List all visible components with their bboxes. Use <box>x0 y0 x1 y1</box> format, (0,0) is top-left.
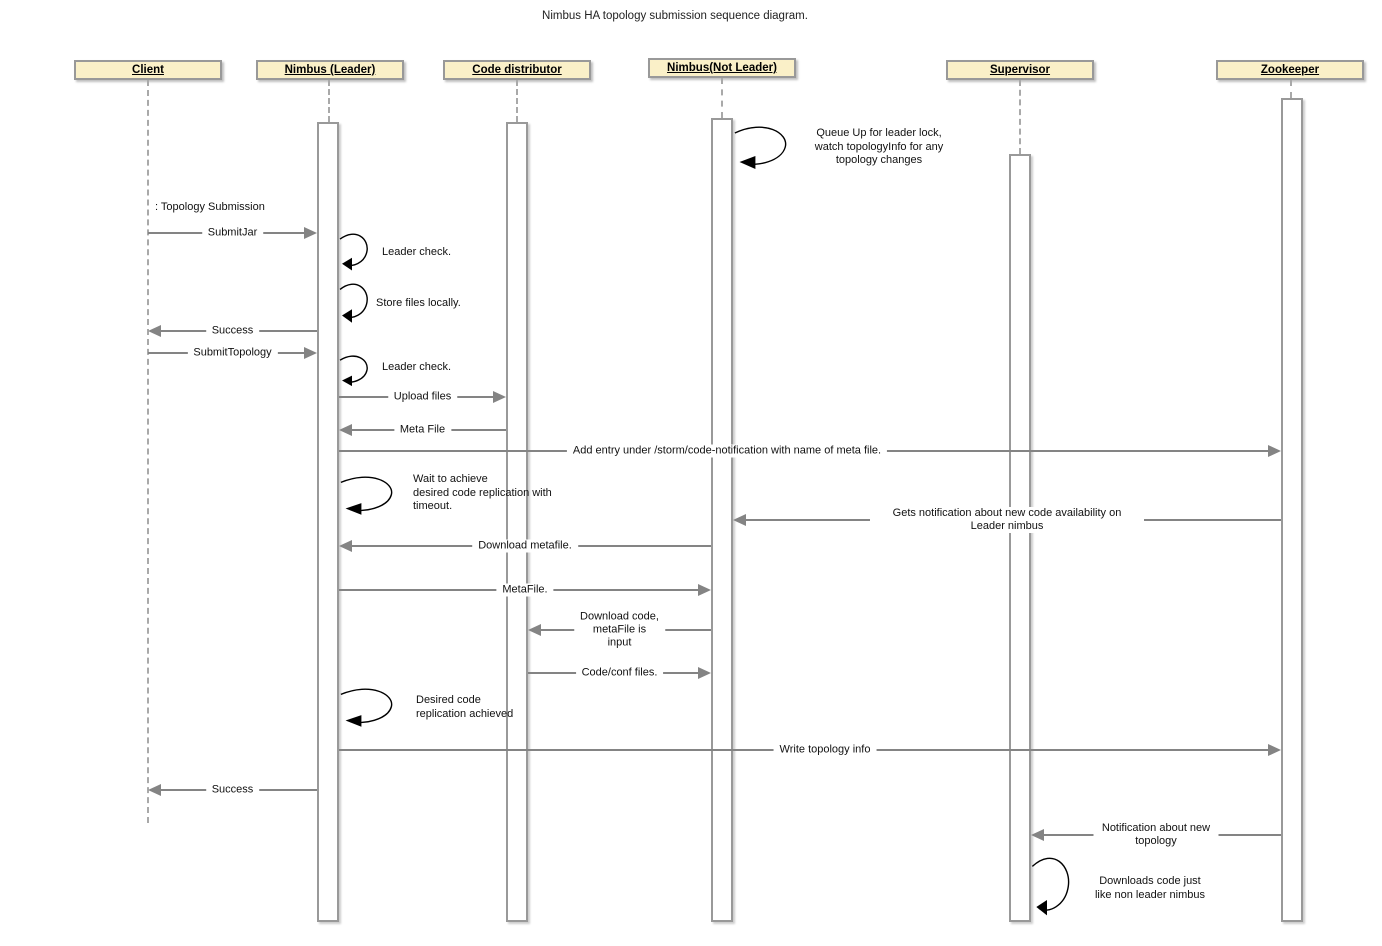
lifeline-client <box>147 80 149 823</box>
actor-zookeeper: Zookeeper <box>1216 60 1364 80</box>
arrowhead-right-icon <box>1268 744 1281 756</box>
self-message-label: Wait to achieve desired code replication… <box>413 473 552 512</box>
lifeline-code-distributor <box>516 80 518 122</box>
arrowhead-right-icon <box>698 667 711 679</box>
self-loop-icon <box>339 234 369 271</box>
message-label: Write topology info <box>773 743 877 757</box>
actor-client: Client <box>74 60 222 80</box>
actor-nimbus-leader: Nimbus (Leader) <box>256 60 404 80</box>
self-loop-icon <box>339 689 395 727</box>
message-label: Notification about new topology <box>1093 822 1219 848</box>
arrowhead-left-icon <box>339 424 352 436</box>
self-message-label: Downloads code just like non leader nimb… <box>1094 875 1206 901</box>
actor-code-distributor: Code distributor <box>443 60 591 80</box>
message-label: Download metafile. <box>472 539 578 553</box>
activation-zookeeper <box>1281 98 1303 922</box>
actor-nimbus-leader-label: Nimbus (Leader) <box>284 64 376 76</box>
lifeline-nimbus-not-leader <box>721 78 723 118</box>
message-label: SubmitTopology <box>187 346 278 360</box>
arrowhead-left-icon <box>733 514 746 526</box>
message-label: Add entry under /storm/code-notification… <box>566 444 888 458</box>
message-label: Success <box>205 324 260 338</box>
message-label: Success <box>205 783 260 797</box>
self-loop-icon <box>1031 858 1071 916</box>
self-message-label: Leader check. <box>382 246 452 258</box>
message-label: Meta File <box>393 423 452 437</box>
arrowhead-right-icon <box>493 391 506 403</box>
arrowhead-left-icon <box>528 624 541 636</box>
actor-supervisor: Supervisor <box>946 60 1094 80</box>
diagram-title: Nimbus HA topology submission sequence d… <box>542 10 808 22</box>
lifeline-nimbus-leader <box>328 80 330 122</box>
arrowhead-right-icon <box>304 347 317 359</box>
client-instance-label: : Topology Submission <box>155 201 265 213</box>
message-label: Code/conf files. <box>575 666 664 680</box>
arrowhead-left-icon <box>148 784 161 796</box>
activation-nimbus-leader <box>317 122 339 922</box>
arrowhead-right-icon <box>304 227 317 239</box>
activation-code-distributor <box>506 122 528 922</box>
arrowhead-right-icon <box>1268 445 1281 457</box>
message-label: Download code, metaFile is input <box>573 610 666 650</box>
message-label: Gets notification about new code availab… <box>870 507 1144 533</box>
self-loop-icon <box>339 477 395 515</box>
arrowhead-left-icon <box>148 325 161 337</box>
activation-nimbus-not-leader <box>711 118 733 922</box>
actor-zookeeper-label: Zookeeper <box>1260 64 1320 76</box>
arrowhead-left-icon <box>1031 829 1044 841</box>
actor-client-label: Client <box>132 64 164 76</box>
message-label: MetaFile. <box>496 583 554 597</box>
self-loop-icon <box>733 127 789 169</box>
actor-nimbus-not-leader-label: Nimbus(Not Leader) <box>667 62 777 74</box>
self-loop-icon <box>339 284 369 323</box>
message-label: SubmitJar <box>201 226 264 240</box>
actor-nimbus-not-leader: Nimbus(Not Leader) <box>648 58 796 78</box>
self-message-label: Desired code replication achieved <box>416 694 514 720</box>
self-message-label: Queue Up for leader lock, watch topology… <box>814 127 944 166</box>
self-message-label: Leader check. <box>382 361 452 373</box>
actor-code-distributor-label: Code distributor <box>472 64 562 76</box>
lifeline-supervisor <box>1019 80 1021 154</box>
lifeline-zookeeper <box>1290 80 1292 98</box>
arrowhead-right-icon <box>698 584 711 596</box>
actor-supervisor-label: Supervisor <box>989 64 1051 76</box>
arrowhead-left-icon <box>339 540 352 552</box>
self-loop-icon <box>339 356 369 387</box>
self-message-label: Store files locally. <box>376 297 461 309</box>
message-label: Upload files <box>387 390 458 404</box>
activation-supervisor <box>1009 154 1031 922</box>
